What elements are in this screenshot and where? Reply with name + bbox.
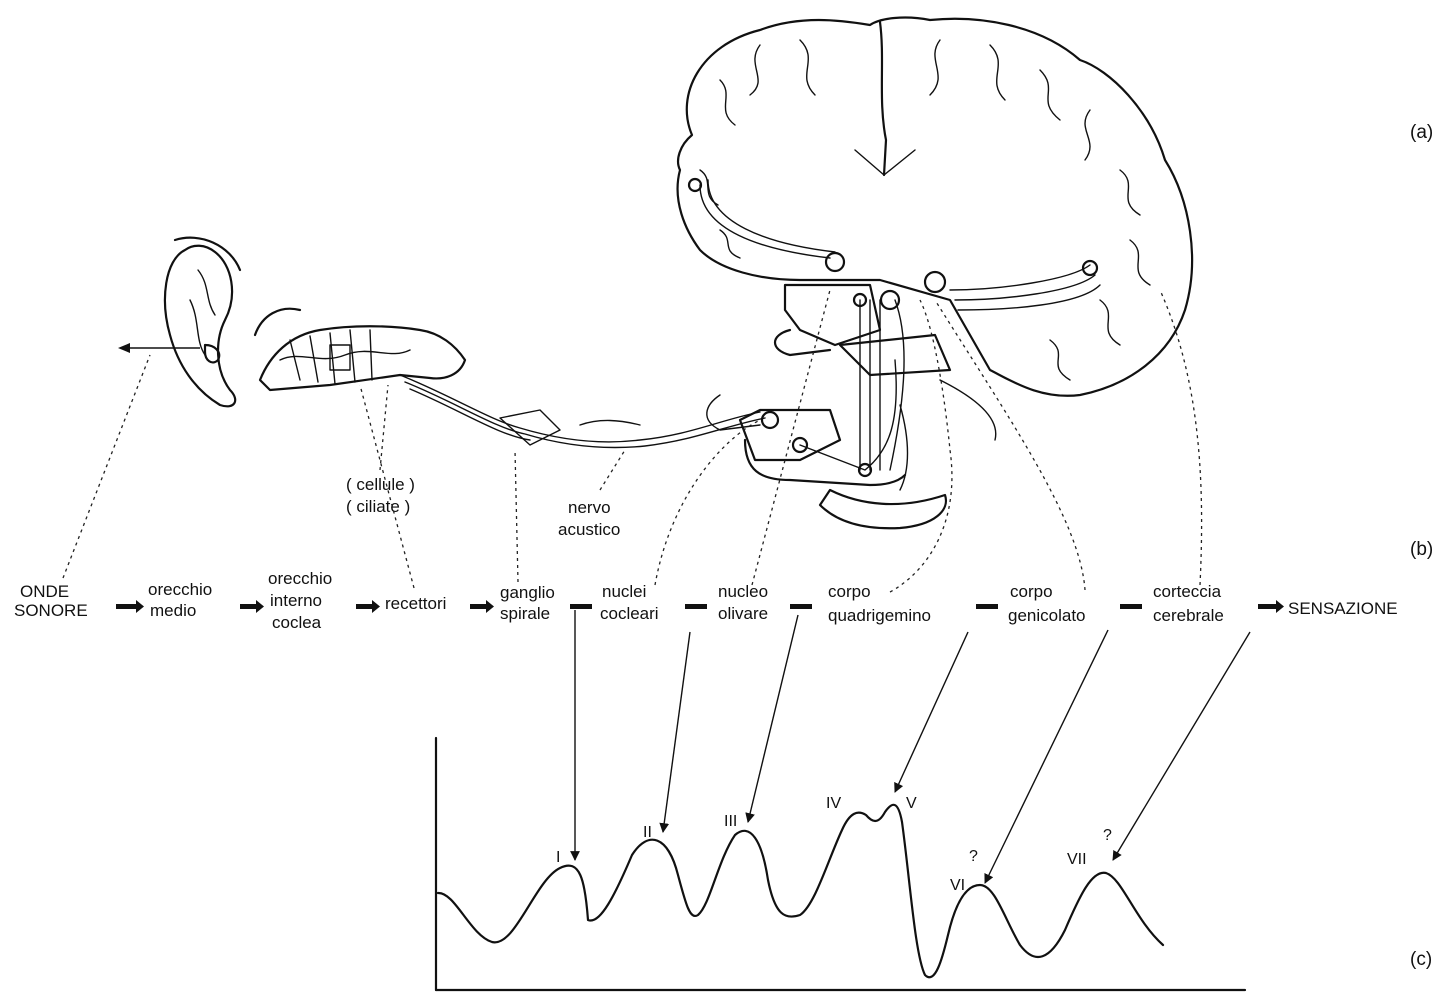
label-nervo: nervo: [568, 498, 611, 517]
wave-pointer-arrows: [575, 610, 1250, 883]
chain-row: ONDE SONORE orecchio medio orecchio inte…: [14, 569, 1398, 632]
wave-question-vii: ?: [1103, 827, 1112, 844]
chain-onde-1: ONDE: [20, 582, 69, 601]
wave-label-iii: III: [724, 813, 737, 830]
chain-nuclei-1: nuclei: [602, 582, 646, 601]
wave-label-ii: II: [643, 824, 652, 841]
panel-label-a: (a): [1410, 122, 1433, 143]
chain-genic-1: corpo: [1010, 582, 1053, 601]
chain-interno-2: interno: [270, 591, 322, 610]
chain-ganglio-1: ganglio: [500, 583, 555, 602]
chain-olivare-1: nucleo: [718, 582, 768, 601]
chain-interno-3: coclea: [272, 613, 322, 632]
waveform-trace: [438, 805, 1163, 977]
panel-label-b: (b): [1410, 539, 1433, 560]
wave-label-i: I: [556, 849, 560, 866]
chain-medio-1: orecchio: [148, 580, 212, 599]
waveform-panel: I II III IV V VI VII ? ?: [436, 738, 1245, 990]
chain-genic-2: genicolato: [1008, 606, 1086, 625]
chain-nuclei-2: cocleari: [600, 604, 659, 623]
panel-label-c: (c): [1410, 949, 1432, 970]
chain-onde-2: SONORE: [14, 601, 88, 620]
chain-interno-1: orecchio: [268, 569, 332, 588]
chain-ganglio-2: spirale: [500, 604, 550, 623]
ear-illustration: [118, 238, 765, 448]
label-acustico: acustico: [558, 520, 620, 539]
chain-quad-2: quadrigemino: [828, 606, 931, 625]
wave-label-v: V: [906, 795, 917, 812]
brain-illustration: [678, 18, 1192, 529]
chain-recettori: recettori: [385, 594, 446, 613]
chain-quad-1: corpo: [828, 582, 871, 601]
wave-question-vi: ?: [969, 848, 978, 865]
wave-label-iv: IV: [826, 795, 841, 812]
wave-label-vii: VII: [1067, 851, 1087, 868]
chain-cort-2: cerebrale: [1153, 606, 1224, 625]
label-cellule: ( cellule ): [346, 475, 415, 494]
chain-cort-1: corteccia: [1153, 582, 1222, 601]
chain-medio-2: medio: [150, 601, 196, 620]
wave-label-vi: VI: [950, 877, 965, 894]
chain-sensazione: SENSAZIONE: [1288, 599, 1398, 618]
label-ciliate: ( ciliate ): [346, 497, 410, 516]
chain-olivare-2: olivare: [718, 604, 768, 623]
